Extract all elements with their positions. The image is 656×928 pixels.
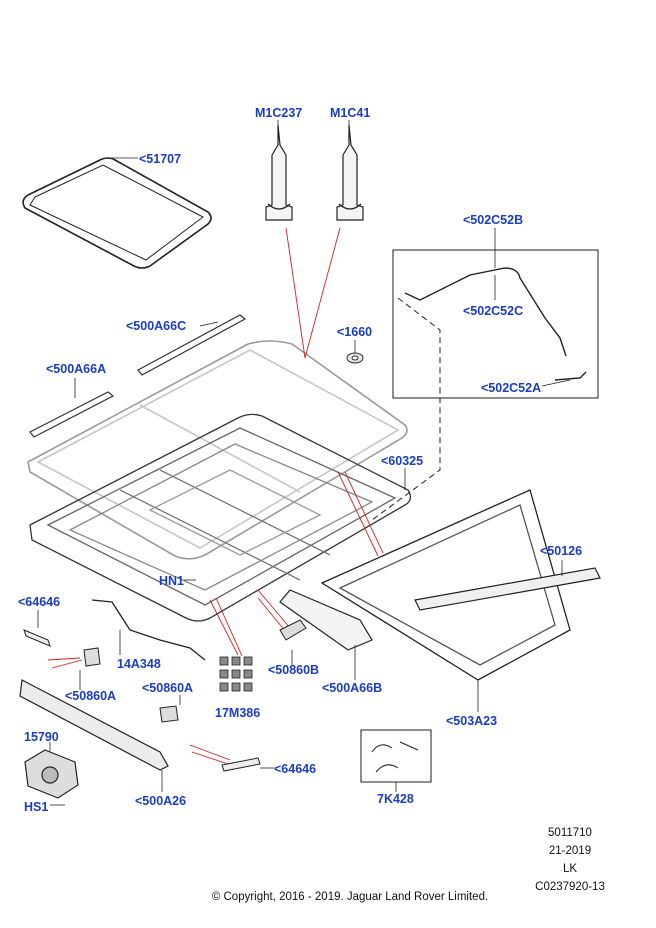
meta-line-1: 5011710	[548, 827, 592, 839]
clips-64646	[23, 629, 261, 772]
rail-50126	[414, 567, 601, 611]
label-1660[interactable]: <1660	[337, 325, 373, 339]
glass-panel	[27, 340, 408, 560]
seal-51707	[22, 157, 212, 269]
strip-500a66c	[137, 314, 247, 376]
label-14a348[interactable]: 14A348	[117, 657, 161, 671]
label-m1c237[interactable]: M1C237	[255, 106, 303, 120]
label-500a66a[interactable]: <500A66A	[46, 362, 107, 376]
diagram-meta: 5011710 21-2019 LK C0237920-13	[520, 824, 620, 896]
label-60325[interactable]: <60325	[381, 454, 424, 468]
label-7k428[interactable]: 7K428	[377, 792, 414, 806]
label-hn1[interactable]: HN1	[159, 574, 185, 588]
roof-frame	[29, 413, 412, 622]
label-500a66c[interactable]: <500A66C	[126, 319, 187, 333]
meta-line-2: 21-2019	[548, 845, 592, 857]
rail-500a26	[19, 679, 169, 771]
label-502c52b[interactable]: <502C52B	[463, 213, 524, 227]
red-leaders	[47, 227, 384, 765]
label-500a26[interactable]: <500A26	[135, 794, 187, 808]
meta-line-3: LK	[562, 863, 578, 875]
meta-line-4: C0237920-13	[535, 881, 605, 893]
label-64646-top[interactable]: <64646	[18, 595, 61, 609]
label-50860b[interactable]: <50860B	[268, 663, 320, 677]
shade-frame-503a23	[320, 489, 571, 681]
label-15790[interactable]: 15790	[24, 730, 59, 744]
guide-500a66b	[279, 589, 373, 651]
leader-lines	[37, 120, 571, 806]
copyright-notice: © Copyright, 2016 - 2019. Jaguar Land Ro…	[211, 891, 489, 903]
disc-1660	[346, 352, 364, 364]
bracket-50860a	[83, 647, 179, 723]
label-500a66b[interactable]: <500A66B	[322, 681, 383, 695]
label-50860a-left[interactable]: <50860A	[65, 689, 117, 703]
label-502c52c[interactable]: <502C52C	[463, 304, 524, 318]
cartridge-m1c237	[265, 124, 293, 221]
slider-50860b	[279, 619, 307, 641]
label-502c52a[interactable]: <502C52A	[481, 381, 542, 395]
cartridge-m1c41	[336, 124, 364, 221]
label-50860a-right[interactable]: <50860A	[142, 681, 194, 695]
strip-500a66a	[29, 391, 115, 438]
drain-tube-box	[371, 249, 599, 521]
label-51707[interactable]: <51707	[139, 152, 182, 166]
label-503a23[interactable]: <503A23	[446, 714, 498, 728]
harness-14a348	[91, 599, 206, 661]
kit-box-7k428	[360, 729, 432, 783]
motor-15790	[24, 749, 79, 799]
label-17m386[interactable]: 17M386	[215, 706, 261, 720]
label-64646-bottom[interactable]: <64646	[274, 762, 317, 776]
label-m1c41[interactable]: M1C41	[330, 106, 371, 120]
screws-17m386	[219, 656, 253, 692]
label-hs1[interactable]: HS1	[24, 800, 49, 814]
label-50126[interactable]: <50126	[540, 544, 583, 558]
